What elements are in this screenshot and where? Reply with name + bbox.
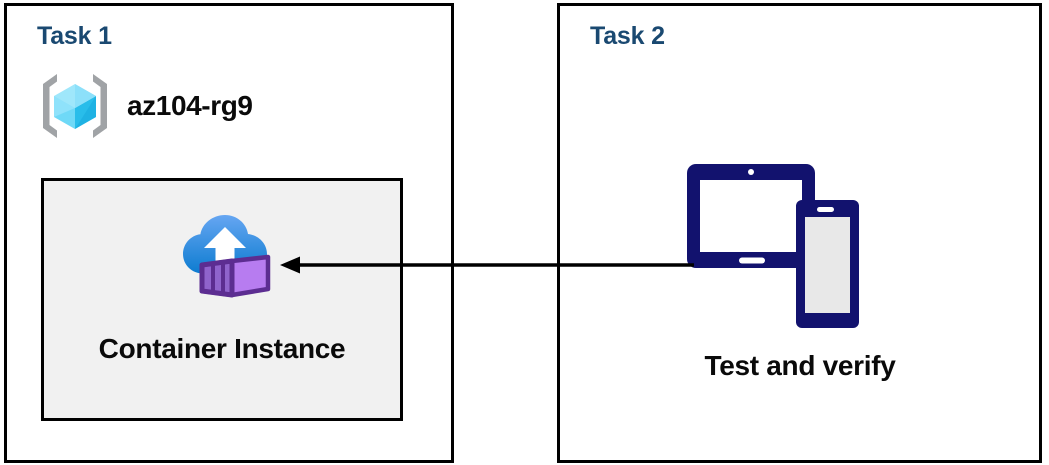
azure-resource-group-icon bbox=[43, 74, 107, 138]
devices-tablet-phone-icon bbox=[687, 164, 859, 328]
panel-task-2: Task 2 bbox=[557, 3, 1042, 463]
panel-task-1-title: Task 1 bbox=[37, 22, 112, 50]
container-instance-box: Container Instance bbox=[41, 178, 403, 421]
container-instance-label: Container Instance bbox=[98, 333, 346, 364]
resource-group-row: az104-rg9 bbox=[35, 66, 253, 146]
azure-container-instance-icon bbox=[183, 215, 271, 298]
test-and-verify-label: Test and verify bbox=[704, 350, 896, 381]
panel-task-2-title: Task 2 bbox=[590, 22, 665, 50]
panel-task-1: Task 1 az104-rg9 bbox=[4, 3, 454, 463]
resource-group-label: az104-rg9 bbox=[127, 90, 253, 121]
